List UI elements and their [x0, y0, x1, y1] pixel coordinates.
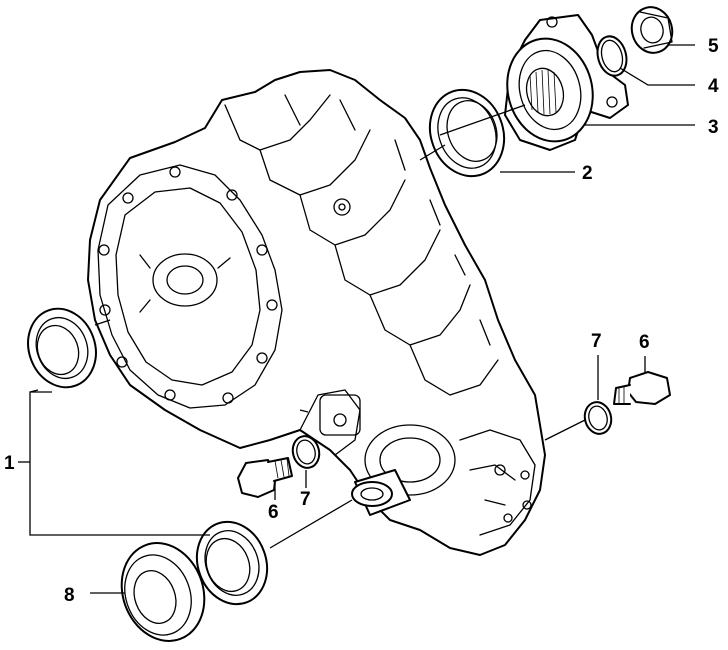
callout-3: 3	[708, 117, 719, 138]
callout-1: 1	[4, 453, 15, 474]
output-flange	[504, 14, 629, 151]
seal-ring-upper	[428, 88, 506, 178]
callout-6-left: 6	[268, 502, 279, 523]
leader-lines	[18, 44, 695, 594]
callout-5: 5	[708, 36, 719, 57]
o-ring-right	[583, 401, 613, 435]
callout-4: 4	[708, 76, 719, 97]
fill-plug-right	[613, 371, 671, 405]
o-ring-left	[291, 435, 321, 469]
callout-7-right: 7	[591, 331, 602, 352]
callout-6-right: 6	[639, 332, 650, 353]
seal-ring-left	[27, 307, 97, 389]
callout-2: 2	[582, 163, 593, 184]
callout-7-left: 7	[300, 489, 311, 510]
callout-8: 8	[64, 585, 75, 606]
callouts: 1 2 3 4 5 6 6 7 7 8	[4, 36, 719, 606]
transfer-case-housing	[87, 69, 546, 556]
flange-seal-lower	[120, 542, 206, 642]
drain-plug-left	[237, 457, 293, 498]
flange-nut	[630, 6, 674, 54]
seal-ring-lower	[195, 520, 269, 606]
o-ring-upper	[596, 35, 628, 77]
